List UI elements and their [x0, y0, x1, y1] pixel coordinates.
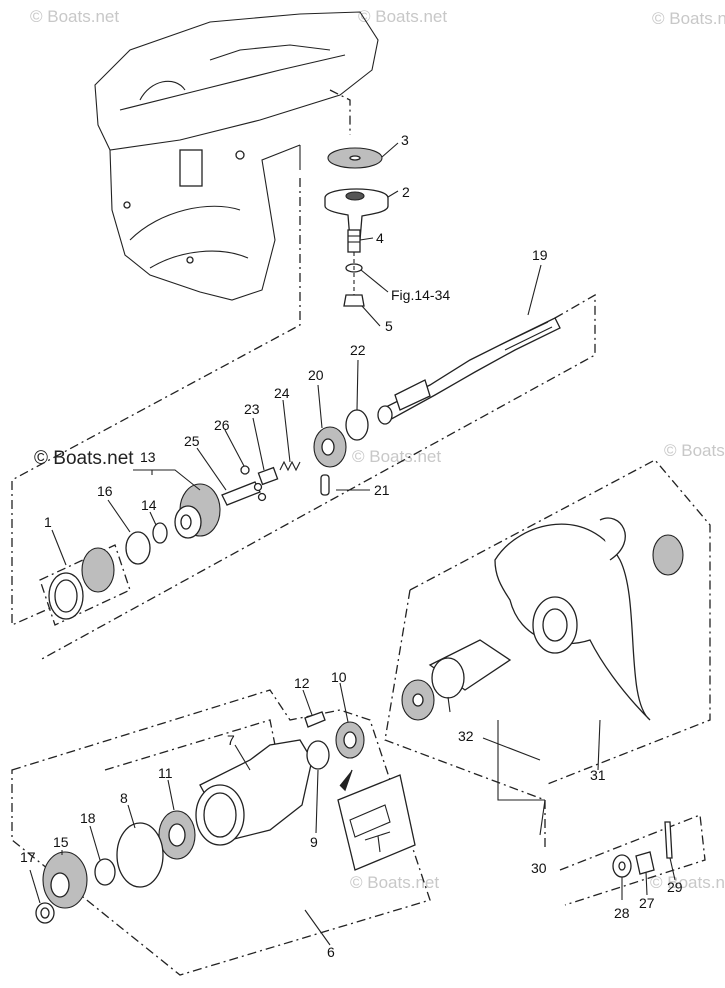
- part-23-slider: [257, 466, 279, 486]
- part-14-bearing: [152, 522, 168, 544]
- part-26-ball: [240, 465, 250, 475]
- part-5-nut: [343, 294, 365, 307]
- watermark-4: © Boats.net: [34, 448, 134, 469]
- clutch-parts: [313, 409, 369, 496]
- part-4-stud: [347, 229, 361, 253]
- part-8-o-ring: [116, 822, 164, 888]
- label-14: 14: [141, 497, 157, 513]
- label-8: 8: [120, 790, 128, 806]
- part-1-tapered-bearing: [81, 547, 115, 593]
- shaft-group-boundary: [39, 293, 596, 661]
- part-22-spring-ring: [345, 409, 369, 441]
- reverse-gear-assembly: [39, 483, 221, 626]
- label-22: 22: [350, 342, 366, 358]
- part-25-shift-plunger: [221, 481, 261, 506]
- label-4: 4: [376, 230, 384, 246]
- watermark-5: © Boats.net: [352, 447, 441, 466]
- part-19-propeller-shaft: [39, 293, 596, 661]
- part-16-shim: [125, 531, 151, 565]
- pinion-parts: [324, 147, 389, 307]
- watermark-1: © Boats.net: [30, 7, 119, 26]
- casing-leader: [329, 89, 351, 135]
- inner-boundary: [104, 719, 276, 771]
- shift-parts: [221, 460, 301, 506]
- label-27: 27: [639, 895, 655, 911]
- lower-casing: [94, 11, 379, 301]
- label-9: 9: [310, 834, 318, 850]
- watermark-3: © Boats.net: [652, 9, 725, 28]
- watermarks: © Boats.net © Boats.net © Boats.net © Bo…: [30, 7, 725, 892]
- label-18: 18: [80, 810, 96, 826]
- part-21-cross-pin: [320, 474, 330, 496]
- label-12: 12: [294, 675, 310, 691]
- watermark-2: © Boats.net: [358, 7, 447, 26]
- label-13: 13: [140, 449, 156, 465]
- label-16: 16: [97, 483, 113, 499]
- label-30: 30: [531, 860, 547, 876]
- label-3: 3: [401, 132, 409, 148]
- nut-group-boundary: [559, 814, 706, 906]
- part-29-cotter-pin: [664, 821, 673, 859]
- leader-lines: [29, 142, 676, 946]
- label-19: 19: [532, 247, 548, 263]
- casing-group-boundary: [11, 178, 301, 626]
- propeller-assembly: [384, 459, 711, 850]
- label-25: 25: [184, 433, 200, 449]
- propeller-nut-assembly: [559, 814, 706, 906]
- watermark-8: © Boats.net: [650, 873, 725, 892]
- part-24-spring: [279, 460, 301, 472]
- label-21: 21: [374, 482, 390, 498]
- label-17: 17: [20, 849, 36, 865]
- label-7: 7: [227, 732, 235, 748]
- part-labels: 1 2 3 4 5 6 7 8 9 10 11 12 13 14 15 16 1…: [20, 132, 683, 960]
- tool-inset-box: [337, 774, 416, 871]
- label-6: 6: [327, 944, 335, 960]
- part-18-shim: [94, 858, 116, 886]
- reference-label: Fig.14-34: [391, 287, 450, 303]
- label-28: 28: [614, 905, 630, 921]
- label-10: 10: [331, 669, 347, 685]
- propeller-boundary-left: [384, 589, 546, 850]
- part-9-needle-bearing: [306, 740, 330, 770]
- label-23: 23: [244, 401, 260, 417]
- label-26: 26: [214, 417, 230, 433]
- part-27-nut: [635, 851, 655, 875]
- watermark-7: © Boats.net: [350, 873, 439, 892]
- part-12-bolt: [304, 711, 326, 728]
- propeller-boundary-top: [409, 459, 711, 786]
- watermark-6: © Boats.net: [664, 441, 725, 460]
- label-1: 1: [44, 514, 52, 530]
- label-24: 24: [274, 385, 290, 401]
- spline-washer: [652, 534, 684, 576]
- label-29: 29: [667, 879, 683, 895]
- part-2-pinion-cover: [324, 188, 389, 241]
- label-5: 5: [385, 318, 393, 334]
- label-20: 20: [308, 367, 324, 383]
- label-15: 15: [53, 834, 69, 850]
- label-11: 11: [158, 765, 173, 781]
- bearing-housing-assembly: [35, 711, 416, 924]
- label-31: 31: [590, 767, 606, 783]
- bearing-1-boundary: [39, 544, 131, 626]
- label-32: 32: [458, 728, 474, 744]
- label-2: 2: [402, 184, 410, 200]
